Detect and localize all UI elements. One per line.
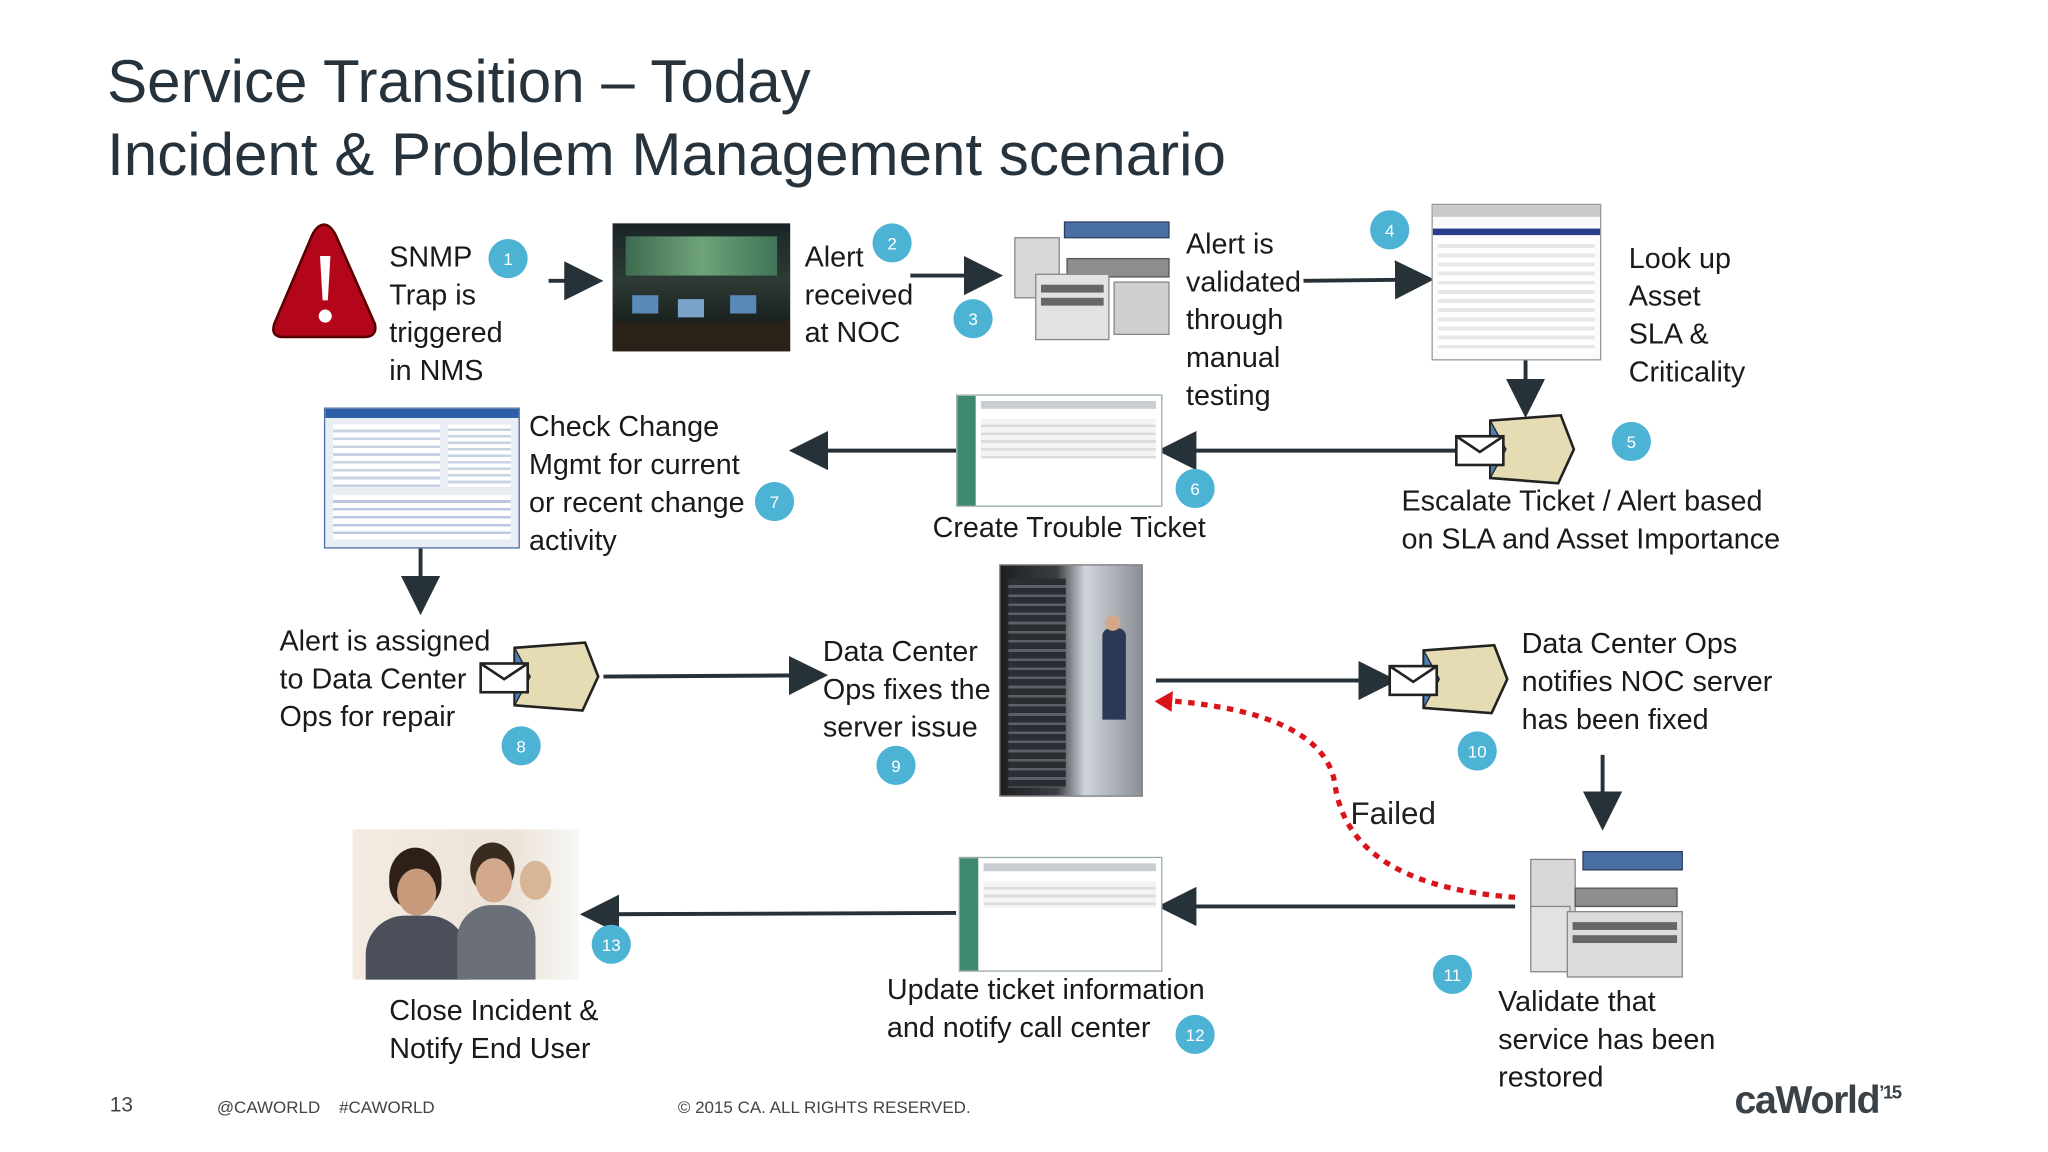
step-12-label: Update ticket information and notify cal… [886, 973, 1205, 1044]
step-8-badge: 8 [501, 726, 541, 766]
step-12-badge: 12 [1175, 1014, 1215, 1055]
mail-icon [1455, 413, 1576, 485]
arrow-8-9 [603, 655, 829, 696]
ticket-screenshot [956, 394, 1163, 507]
server-icon-step11 [1530, 850, 1683, 978]
logo-main: caWorld [1734, 1078, 1881, 1122]
step-11-badge: 11 [1432, 954, 1472, 994]
server-icon [1014, 221, 1170, 341]
step-7-label: Check Change Mgmt for current or recent … [528, 410, 745, 557]
datacenter-photo [999, 564, 1143, 797]
step-2-badge: 2 [872, 223, 912, 263]
step-9-label: Data Center Ops fixes the server issue [822, 634, 991, 744]
step-8-label: Alert is assigned to Data Center Ops for… [279, 624, 491, 733]
call-center-photo [352, 829, 579, 980]
asset-table-screenshot [1431, 203, 1602, 361]
mail-icon-step8 [479, 641, 600, 712]
change-mgmt-screenshot [323, 407, 520, 549]
step-5-badge: 5 [1611, 421, 1651, 462]
page-number: 13 [109, 1094, 133, 1117]
step-3-label: Alert is validated through manual testin… [1185, 227, 1301, 412]
step-7-badge: 7 [754, 481, 795, 522]
arrow-3-4 [1303, 260, 1435, 300]
mail-icon-step10 [1388, 643, 1509, 715]
noc-room-photo [612, 223, 791, 352]
step-4-badge: 4 [1370, 210, 1410, 250]
footer-handles: @CAWORLD #CAWORLD [216, 1097, 435, 1117]
warning-icon [272, 223, 377, 339]
slide-title-line2: Incident & Problem Management scenario [107, 120, 1226, 189]
step-10-label: Data Center Ops notifies NOC server has … [1521, 626, 1773, 736]
failed-loop [1159, 697, 1516, 900]
step-13-badge: 13 [591, 924, 631, 964]
step-5-label: Escalate Ticket / Alert based on SLA and… [1401, 484, 1781, 556]
failed-arrowhead [1154, 690, 1173, 712]
step-1-label: SNMP Trap is triggered in NMS [389, 240, 503, 387]
arrow-12-13 [579, 894, 957, 934]
caworld-logo: caWorld’15 [1734, 1078, 1903, 1123]
step-2-label: Alert received at NOC [804, 240, 914, 349]
step-9-badge: 9 [876, 745, 916, 785]
step-4-label: Look up Asset SLA & Criticality [1628, 241, 1746, 388]
step-6-badge: 6 [1175, 468, 1215, 509]
logo-year: ’15 [1879, 1081, 1902, 1103]
step-13-label: Close Incident & Notify End User [389, 993, 599, 1065]
step-10-badge: 10 [1457, 731, 1497, 771]
footer-copyright: © 2015 CA. ALL RIGHTS RESERVED. [677, 1097, 971, 1117]
slide-title-line1: Service Transition – Today [107, 47, 811, 115]
failed-label: Failed [1350, 796, 1436, 832]
step-6-label: Create Trouble Ticket [932, 510, 1206, 544]
step-11-label: Validate that service has been restored [1498, 984, 1716, 1094]
step-3-badge: 3 [953, 299, 993, 339]
ticket-screenshot-step12 [958, 856, 1163, 972]
step-1-badge: 1 [488, 239, 528, 279]
